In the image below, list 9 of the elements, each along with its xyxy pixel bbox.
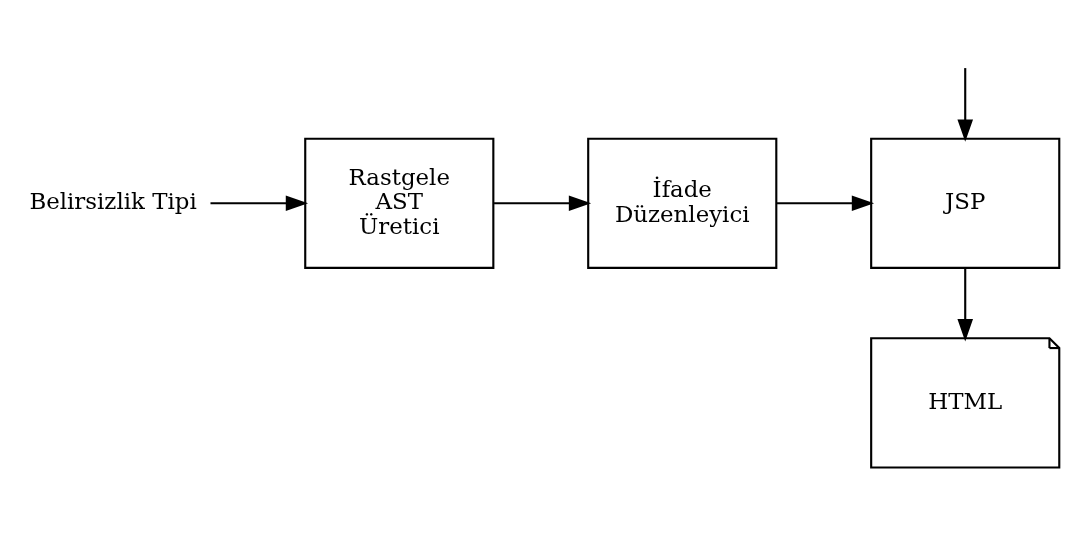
arrow bbox=[494, 195, 592, 211]
arrow bbox=[210, 195, 309, 211]
node-box: JSP bbox=[870, 137, 1061, 269]
node-box: İfade Düzenleyici bbox=[587, 137, 778, 269]
node-text: Belirsizlik Tipi bbox=[29, 187, 197, 214]
node-box: Rastgele AST Üretici bbox=[304, 137, 495, 269]
arrow bbox=[957, 267, 974, 341]
arrow bbox=[957, 67, 974, 142]
arrow bbox=[777, 195, 875, 211]
